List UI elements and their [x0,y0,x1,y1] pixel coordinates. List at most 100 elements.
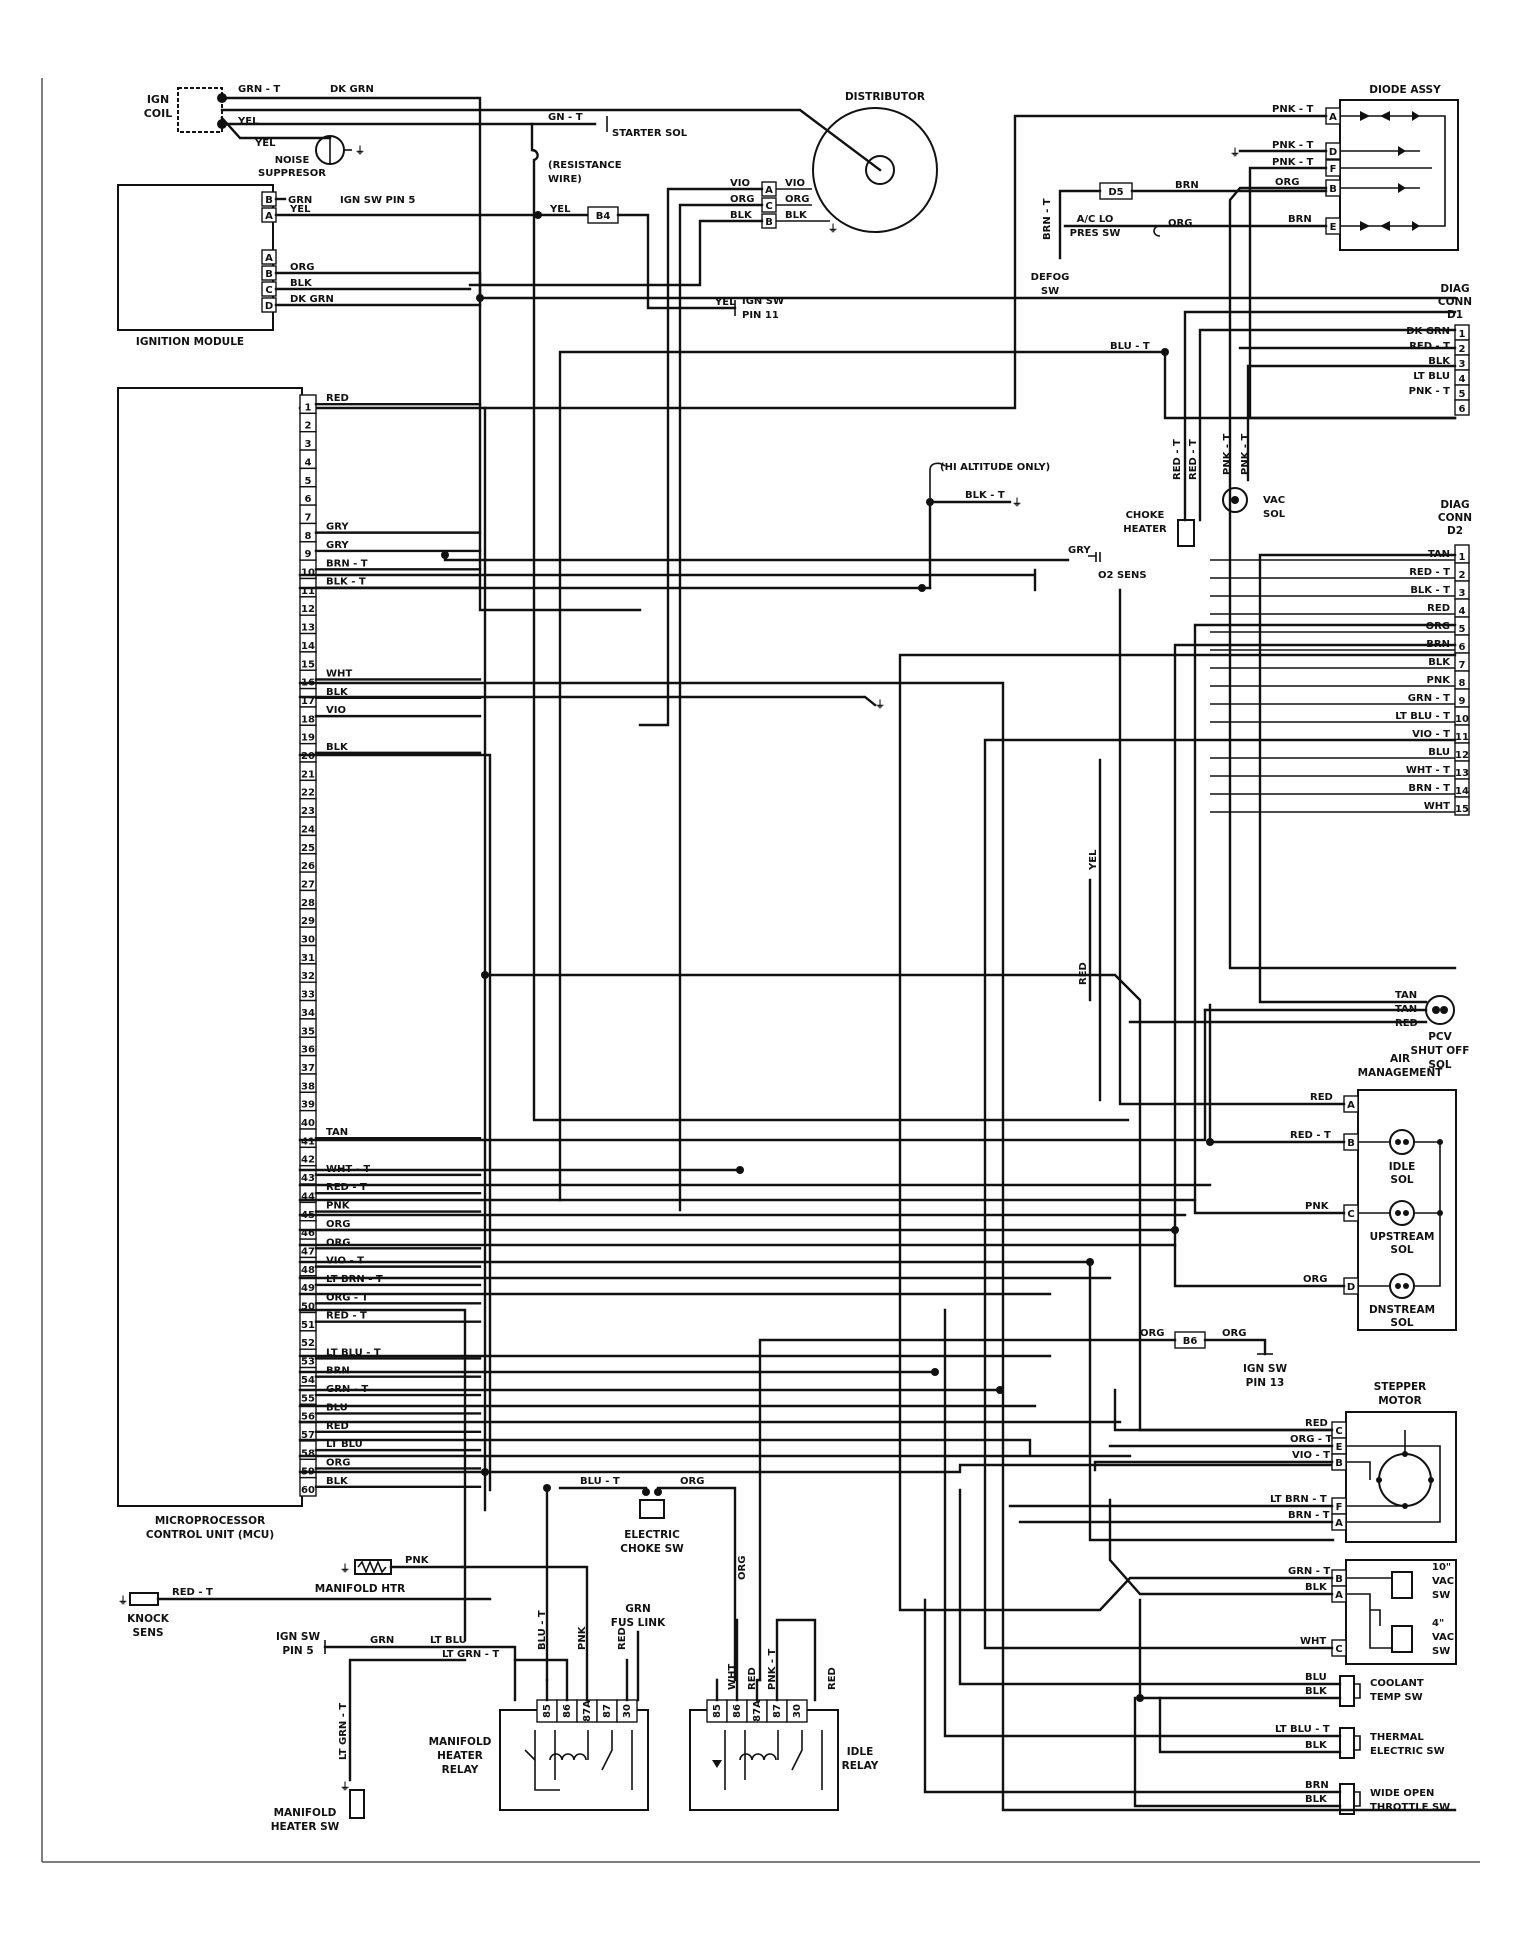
svg-text:BLU - T: BLU - T [1110,341,1150,352]
wire-blk-d1 [1198,328,1457,522]
mcu-pin-label: 1 [305,402,312,413]
svg-text:HEATER SW: HEATER SW [271,1821,340,1833]
diag-d2-pin-label: 11 [1455,732,1469,743]
wire-blk-vac [1108,1498,1334,1596]
svg-text:B4: B4 [596,211,611,222]
wire-label-coil-dk-grn: DK GRN [330,84,374,95]
diag-d2-pin-label: 10 [1455,714,1469,725]
mcu-pin-label: 49 [301,1283,315,1294]
mcu-pin-label: 12 [301,604,315,615]
mcu-wire-label: VIO [326,705,346,716]
mcu-pin-label: 8 [305,531,312,542]
mcu-pin-label: 25 [301,843,315,854]
wire-org-am-d [1173,643,1457,1288]
svg-text:PNK: PNK [577,1625,588,1650]
svg-text:B: B [1329,184,1337,195]
svg-text:10": 10" [1432,1562,1451,1573]
svg-text:ORG: ORG [785,194,809,205]
wire-yel-coil-dist [220,108,882,172]
wire-brn-d5 [1058,189,1328,260]
mcu-pin-label: 15 [301,659,315,670]
distributor-label: DISTRIBUTOR [845,91,925,103]
manifold-heater-sw: ⏚ MANIFOLD HEATER SW [271,1781,365,1833]
mcu: MICROPROCESSOR CONTROL UNIT (MCU) [117,387,303,1541]
mcu-pin-label: 35 [301,1026,315,1037]
svg-text:E: E [1330,222,1337,233]
svg-text:RED: RED [617,1627,628,1650]
svg-text:THROTTLE SW: THROTTLE SW [1370,1802,1450,1813]
wire-blk-dist [468,219,764,287]
svg-text:HEATER: HEATER [1123,524,1167,535]
electric-choke-sw: ELECTRIC CHOKE SW [620,1488,684,1555]
mcu-pin-label: 14 [301,641,315,652]
svg-text:MANAGEMENT: MANAGEMENT [1358,1067,1444,1079]
svg-text:STEPPER: STEPPER [1374,1381,1427,1393]
svg-text:PIN 13: PIN 13 [1246,1377,1285,1389]
mcu-pin-label: 40 [301,1118,315,1129]
ign-sw-pin11-label-1: IGN SW [742,296,784,307]
svg-text:TEMP SW: TEMP SW [1370,1692,1423,1703]
wire-ec [558,1486,737,1682]
svg-text:GRY: GRY [1068,545,1091,556]
svg-text:BLK: BLK [785,210,808,221]
diag-d1-wire-label: PNK - T [1409,386,1451,397]
svg-text:PCV: PCV [1428,1031,1452,1043]
diag-d1-pin-label: 6 [1459,404,1466,415]
mcu-pin-label: 42 [301,1155,315,1166]
svg-text:BLK: BLK [1305,1686,1328,1697]
svg-text:DNSTREAM: DNSTREAM [1369,1304,1435,1316]
mcu-wire-label: ORG [326,1237,350,1248]
diag-d2-pin-label: 8 [1459,678,1466,689]
svg-text:B: B [265,195,273,206]
wire-label-coil-grn-t: GRN - T [238,84,280,95]
wire-label-mod-grn: GRN [288,195,312,206]
svg-text:SENS: SENS [132,1627,163,1639]
mcu-pin-label: 48 [301,1265,315,1276]
mcu-pin-label: 43 [301,1173,315,1184]
svg-text:B: B [765,217,773,228]
svg-text:ORG: ORG [1140,1328,1164,1339]
svg-text:C: C [1335,1426,1342,1437]
wire-lt-blu-t-te [943,1308,1342,1738]
diag-d1-pin-label: 5 [1459,389,1466,400]
diag-d2-wire-label: BLK - T [1410,585,1450,596]
ign-coil: IGN COIL [144,87,227,133]
wire-pnk-am-c [1193,623,1457,1215]
defog-sw-label-1: DEFOG [1031,272,1070,283]
vac-sw-4 [1391,1625,1413,1653]
wire-tan-pcv [1258,553,1457,1004]
svg-text:PNK - T: PNK - T [1222,433,1233,475]
wire-yel-suppressor [220,116,332,140]
wire-brn-wot [923,1598,1342,1794]
wire-gry-o2 [443,553,1070,562]
svg-text:D: D [1347,1282,1355,1293]
resistance-wire-label-2: WIRE) [548,174,582,185]
diag-d2-pin-label: 13 [1455,768,1469,779]
noise-suppressor-label-2: SUPPRESOR [258,168,326,179]
svg-text:A: A [1329,112,1337,123]
ground-icon: ⏚ [118,1595,128,1607]
mcu-wire-label: BLK [326,1476,349,1487]
diag-d2-wire-label: BLU [1428,747,1450,758]
svg-text:C: C [265,285,272,296]
relay2-pins-pin-label: 30 [792,1704,803,1718]
svg-text:CHOKE SW: CHOKE SW [620,1543,684,1555]
diag-d1-pin-label: 4 [1459,374,1466,385]
thermal-electric-sw: THERMAL ELECTRIC SW [1339,1727,1445,1759]
svg-text:C: C [765,201,772,212]
svg-text:A: A [265,253,273,264]
diag-d1-wire-label: BLK [1428,356,1451,367]
mcu-pin-label: 29 [301,916,315,927]
svg-text:ELECTRIC SW: ELECTRIC SW [1370,1746,1445,1757]
mcu-pin-label: 26 [301,861,315,872]
noise-suppressor: ⏚ NOISE SUPPRESOR [258,135,365,179]
svg-text:WHT: WHT [1300,1636,1326,1647]
stepper-motor: STEPPER MOTOR C E B F A [1331,1381,1457,1543]
svg-text:TAN: TAN [1395,990,1417,1001]
svg-text:ORG: ORG [1303,1274,1327,1285]
mcu-wire-label: PNK [326,1201,351,1212]
svg-text:MANIFOLD: MANIFOLD [429,1736,492,1748]
diag-d2-pin-label: 1 [1459,552,1466,563]
